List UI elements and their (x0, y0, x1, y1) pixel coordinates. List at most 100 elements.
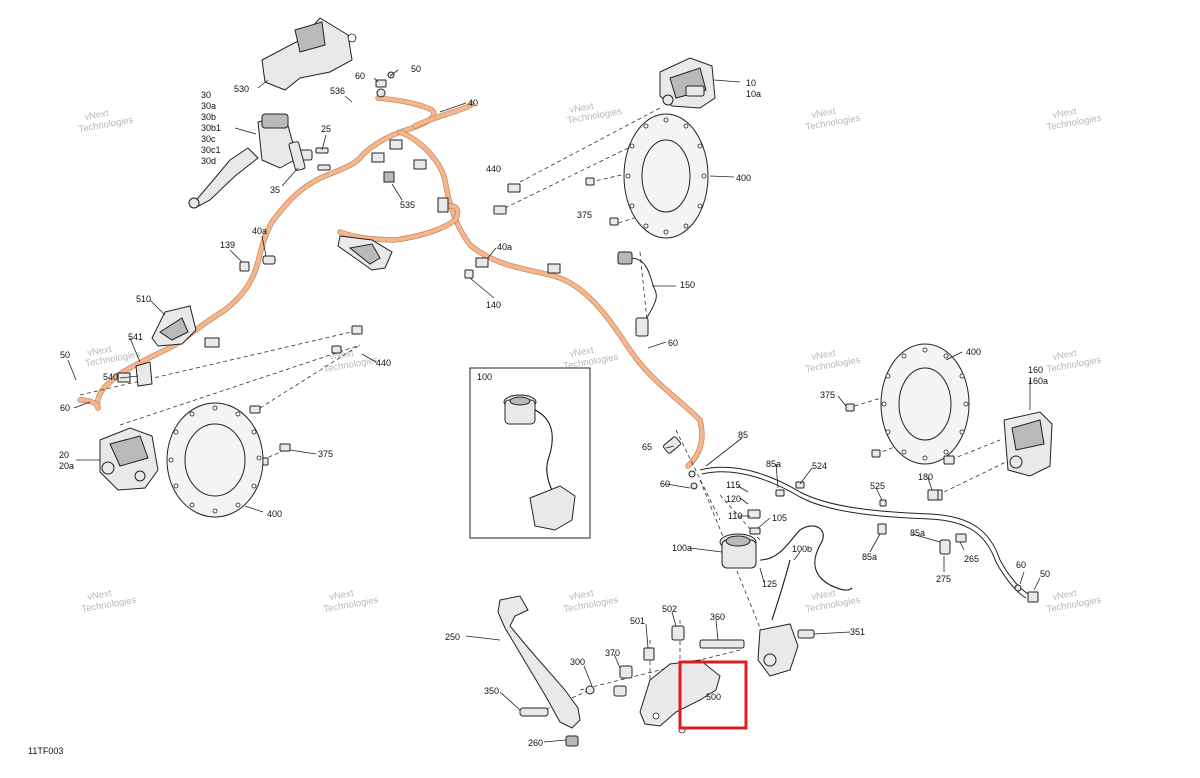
callout-510: 510 (136, 294, 151, 304)
callout-260: 260 (528, 738, 543, 748)
callout-10: 10 (746, 78, 756, 88)
svg-text:vNext: vNext (1052, 348, 1078, 363)
watermark: vNext Technologies (805, 348, 862, 375)
callout-360: 360 (710, 612, 725, 622)
callout-60: 60 (660, 479, 670, 489)
callout-115: 115 (726, 480, 740, 490)
callout-60: 60 (1016, 560, 1026, 570)
callout-440: 440 (376, 358, 391, 368)
callout-375: 375 (577, 210, 592, 220)
callout-160a: 160a (1028, 376, 1048, 386)
svg-text:vNext: vNext (1052, 588, 1078, 603)
diagram-code: 11TF003 (28, 746, 63, 756)
callout-500: 500 (706, 692, 721, 702)
callout-125: 125 (762, 579, 777, 589)
svg-text:vNext: vNext (329, 588, 355, 603)
caliper-160 (1003, 411, 1053, 477)
callout-370: 370 (605, 648, 620, 658)
hose-clip (475, 257, 489, 268)
callout-50: 50 (411, 64, 421, 74)
callout-30b1: 30b1 (201, 123, 221, 133)
hose-clip (413, 159, 427, 170)
hose-100b (759, 525, 853, 621)
sensor-150 (617, 251, 657, 337)
callout-65: 65 (642, 442, 652, 452)
callout-140: 140 (486, 300, 501, 310)
callout-351: 351 (850, 627, 865, 637)
callout-40a: 40a (252, 226, 267, 236)
callout-20: 20 (59, 450, 69, 460)
callout-265: 265 (964, 554, 979, 564)
callout-105: 105 (772, 513, 787, 523)
callout-139: 139 (220, 240, 235, 250)
callout-501: 501 (630, 616, 645, 626)
svg-text:vNext: vNext (569, 101, 595, 116)
hose-clip (547, 263, 561, 274)
callout-25: 25 (321, 124, 331, 134)
callout-30c: 30c (201, 134, 216, 144)
watermark: vNext Technologies (805, 588, 862, 615)
hose-clip (371, 152, 385, 163)
svg-text:vNext: vNext (811, 588, 837, 603)
callout-150: 150 (680, 280, 695, 290)
brake-disc-400-right (880, 343, 970, 465)
bolt-180 (927, 489, 939, 501)
callout-300: 300 (570, 657, 585, 667)
caliper-20 (99, 427, 159, 491)
callout-50: 50 (1040, 569, 1050, 579)
callout-535: 535 (400, 200, 415, 210)
svg-text:vNext: vNext (811, 106, 837, 121)
callout-60: 60 (60, 403, 70, 413)
pivot-hardware (585, 625, 685, 697)
bolts-25 (315, 147, 331, 171)
callout-30b: 30b (201, 112, 216, 122)
watermark: vNext Technologies (1046, 106, 1103, 133)
svg-text:vNext: vNext (87, 344, 113, 359)
bolts-right-disc (845, 403, 955, 501)
callout-400: 400 (736, 173, 751, 183)
callout-85: 85 (738, 430, 748, 440)
watermark: vNext Technologies (805, 106, 862, 133)
watermark: vNext Technologies (323, 348, 380, 375)
disc-holes (168, 405, 262, 514)
callout-110: 110 (728, 511, 742, 521)
svg-text:vNext: vNext (87, 588, 113, 603)
watermark: vNext Technologies (323, 588, 380, 615)
rear-master-cylinder (699, 623, 815, 677)
callout-30: 30 (201, 90, 211, 100)
callout-375: 375 (820, 390, 835, 400)
callout-541: 541 (128, 332, 143, 342)
brake-pedal-250 (497, 595, 581, 747)
disc-holes (881, 347, 969, 461)
callout-160: 160 (1028, 365, 1043, 375)
callout-40a: 40a (497, 242, 512, 252)
hose-clip (437, 197, 449, 213)
callout-10a: 10a (746, 89, 761, 99)
callout-35: 35 (270, 185, 280, 195)
callout-100a: 100a (672, 543, 692, 553)
master-cylinder-30 (188, 113, 313, 209)
callout-labels: 530 30 30a 30b 30b1 30c 30c1 30d 35 25 6… (59, 64, 1050, 748)
watermark: vNext Technologies (1046, 348, 1103, 375)
selection-highlight (678, 660, 748, 730)
watermark: vNext Technologies (81, 588, 138, 615)
callout-30a: 30a (201, 101, 216, 111)
callout-leaders (67, 69, 1041, 743)
callout-536: 536 (330, 86, 345, 96)
caliper-10 (659, 57, 716, 109)
inset-reservoir-100 (469, 367, 591, 539)
callout-50: 50 (60, 350, 70, 360)
callout-350: 350 (484, 686, 499, 696)
callout-502: 502 (662, 604, 677, 614)
callout-60: 60 (355, 71, 365, 81)
watermark-layer: vNext Technologies vNext Technologies vN… (78, 101, 1103, 615)
watermark: vNext Technologies (78, 108, 135, 135)
watermark: vNext Technologies (1046, 588, 1103, 615)
callout-40: 40 (468, 98, 478, 108)
bolts-top-disc (493, 177, 619, 226)
callout-85a: 85a (862, 552, 877, 562)
callout-540: 540 (103, 372, 118, 382)
callout-100: 100 (477, 372, 492, 382)
fasteners-139-40a (239, 255, 474, 279)
hose-clip (204, 337, 220, 348)
